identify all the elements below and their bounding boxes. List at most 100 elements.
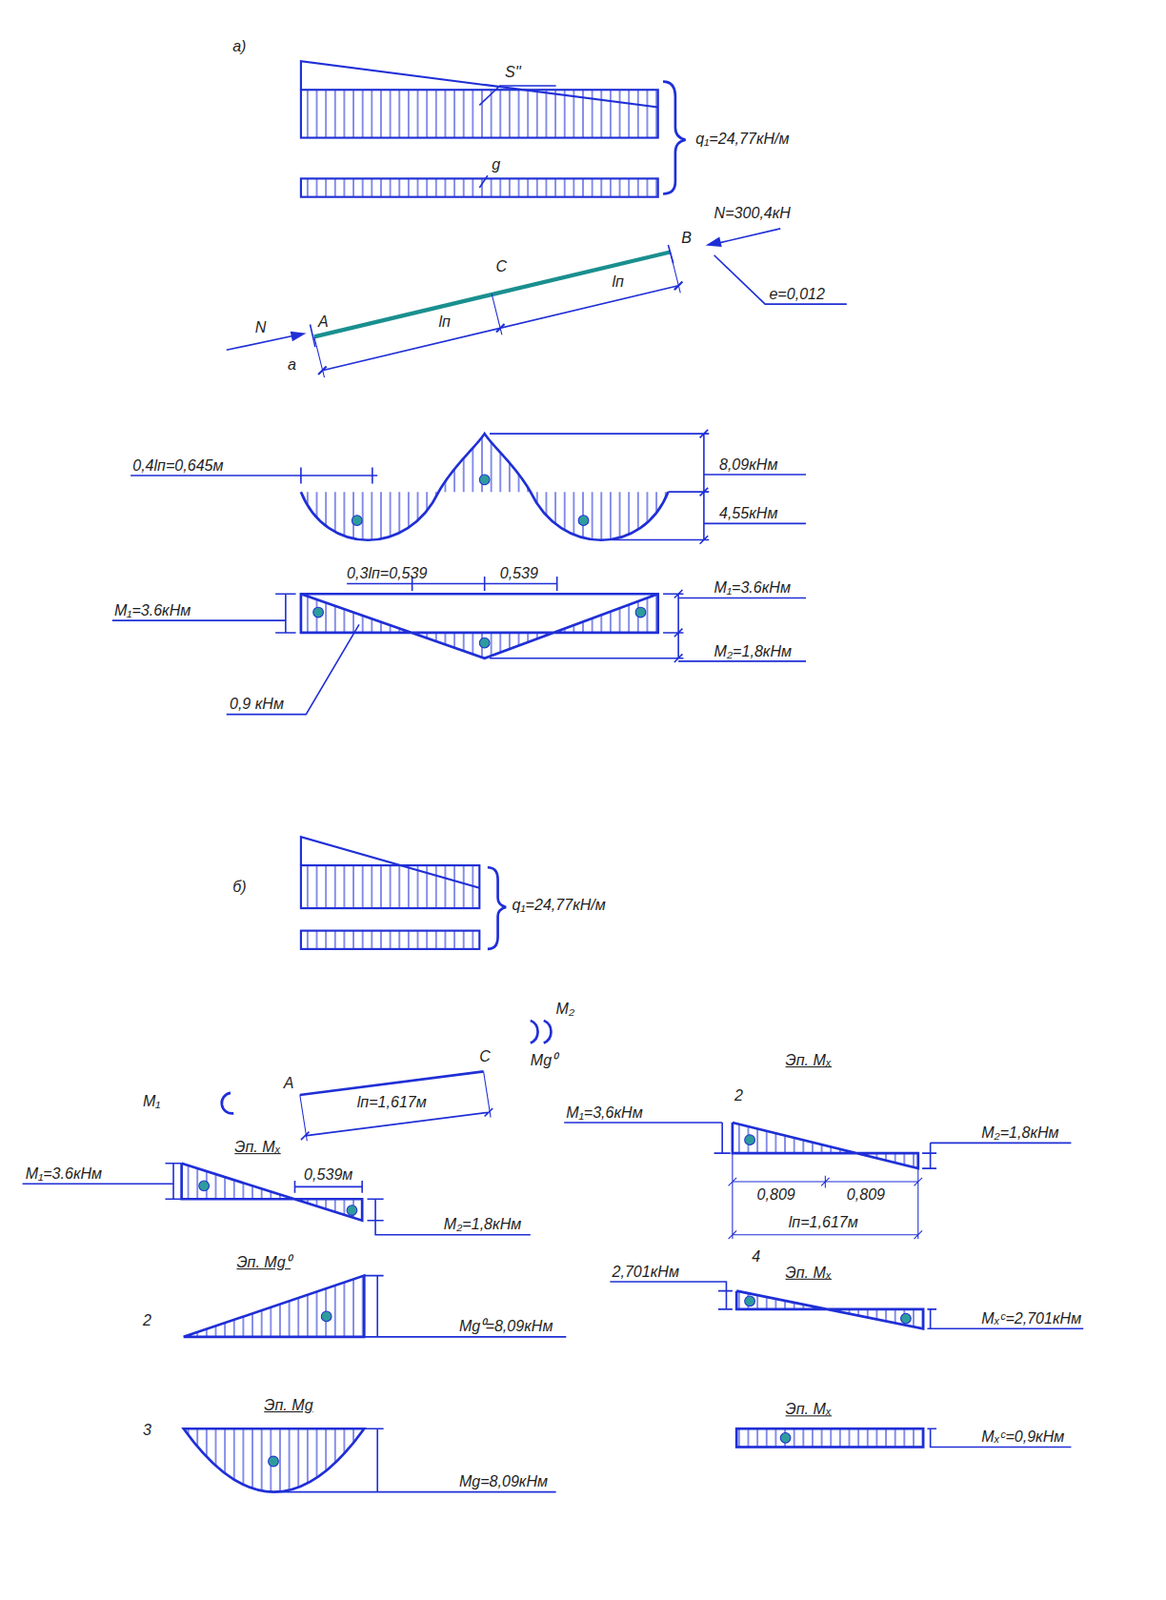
moment-diagram	[183, 1427, 365, 1491]
moment-value: Mₓᶜ=0,9кНм	[981, 1427, 1065, 1446]
sign-marker	[780, 1432, 791, 1444]
sign-marker	[313, 606, 324, 618]
dimension-line	[609, 1281, 733, 1309]
force-label: N	[255, 318, 267, 337]
moment-label: M₂	[556, 999, 576, 1018]
moment-diagram	[736, 1427, 924, 1447]
moment-value: M₁=3.6кНм	[714, 578, 791, 597]
sign-marker	[635, 606, 646, 618]
diagram-title: Эп. Mg	[263, 1395, 313, 1414]
sign-marker	[479, 637, 490, 648]
dimension-label: lп=1,617м	[788, 1212, 859, 1231]
span-label: lп	[438, 312, 450, 331]
moment-diagram	[181, 1163, 363, 1221]
callout-number: 2	[142, 1310, 152, 1329]
extension-line	[314, 252, 681, 379]
diagram-title: Эп. Mg⁰	[236, 1252, 291, 1271]
moment-label: Mg⁰	[530, 1050, 558, 1069]
moment-value: Mg=8,09кНм	[459, 1471, 548, 1490]
moment-diagram-fill	[732, 1122, 919, 1168]
beam	[300, 1070, 484, 1095]
dimension-line	[922, 1142, 1071, 1168]
dimension-line	[489, 429, 806, 544]
load-label: S''	[504, 62, 522, 81]
dimension-line	[301, 1107, 493, 1140]
moment-value: 8,09кНм	[719, 455, 778, 474]
moment-value: Mₓᶜ=2,701кНм	[981, 1308, 1082, 1327]
moment-diagram	[183, 1275, 365, 1337]
dimension-line	[563, 1122, 731, 1153]
diagram-title: Эп. Mₓ	[785, 1399, 832, 1418]
callout-number: 3	[142, 1420, 152, 1439]
moment-value: M₁=3.6кНм	[114, 601, 191, 620]
moment-value: 4,55кНм	[719, 503, 778, 523]
moment-symbol	[530, 1020, 552, 1044]
sign-marker	[578, 515, 589, 526]
sign-marker	[351, 515, 362, 526]
dimension-label: 0,539	[500, 563, 539, 583]
dimension-label: 0,809	[846, 1185, 885, 1204]
moment-diagram	[736, 1290, 924, 1329]
dimension-line	[728, 1152, 923, 1239]
dead-load	[301, 930, 480, 949]
dimension-line	[363, 1275, 566, 1337]
moment-symbol	[221, 1092, 234, 1114]
sign-marker	[346, 1205, 358, 1216]
sign-markers	[199, 474, 911, 1467]
moment-value: M₂=1,8кНм	[714, 642, 792, 661]
moment-diagram-fill	[301, 433, 669, 541]
moment-value: 2,701кНм	[612, 1262, 680, 1281]
dimension-tick	[318, 281, 683, 375]
arrowhead	[291, 332, 304, 341]
sign-marker	[744, 1134, 756, 1146]
moment-diagram	[732, 1122, 919, 1168]
snow-load	[301, 864, 480, 908]
moment-diagram	[301, 593, 659, 658]
span-label: lп	[612, 272, 624, 291]
part-label: б)	[232, 877, 246, 896]
moment-value: M₂=1,8кНм	[981, 1123, 1059, 1142]
force-arrow	[226, 335, 295, 350]
dimension-line	[926, 1308, 1084, 1328]
point-label: C	[495, 257, 507, 276]
moment-diagram-fill	[181, 1163, 363, 1221]
leader-line	[479, 175, 488, 188]
dimension-line	[112, 593, 297, 633]
dimension-line	[489, 589, 806, 663]
moment-value: 0,9 кНм	[229, 694, 284, 713]
snow-load	[301, 89, 659, 138]
sign-marker	[479, 474, 490, 485]
arrowhead	[707, 238, 721, 246]
point-label: A	[318, 312, 329, 331]
leader-lines	[22, 60, 1085, 1491]
diagram-title: Эп. Mₓ	[785, 1263, 832, 1282]
extension-line	[300, 1070, 491, 1141]
snow-load-slope	[301, 836, 480, 888]
diagram-title: Эп. Mₓ	[785, 1050, 832, 1069]
moment-diagram-fill	[736, 1290, 924, 1329]
force-arrow	[719, 228, 781, 243]
sign-marker	[321, 1310, 332, 1322]
dimension-label: 0,809	[757, 1185, 796, 1204]
leader-line	[226, 623, 360, 714]
load-value: q₁=24,77кН/м	[512, 895, 606, 914]
sign-marker	[744, 1295, 756, 1307]
sign-marker	[901, 1312, 912, 1324]
dimension-label: e=0,012	[768, 284, 825, 303]
dimension-label: 0,539м	[303, 1165, 353, 1184]
load-brace	[487, 866, 506, 949]
callout-number: 2	[734, 1085, 744, 1105]
load-label: g	[491, 155, 501, 174]
moment-value: Mg⁰=8,09кНм	[459, 1316, 554, 1335]
leader-line	[479, 85, 556, 105]
point-label: B	[681, 228, 692, 247]
diagram-title: Эп. Mₓ	[234, 1137, 281, 1156]
point-label: C	[479, 1046, 491, 1066]
point-label: A	[283, 1073, 295, 1092]
sign-marker	[199, 1180, 210, 1191]
force-label: N=300,4кН	[714, 203, 791, 222]
moment-diagram-fill	[301, 593, 659, 658]
moment-diagram	[301, 433, 669, 541]
